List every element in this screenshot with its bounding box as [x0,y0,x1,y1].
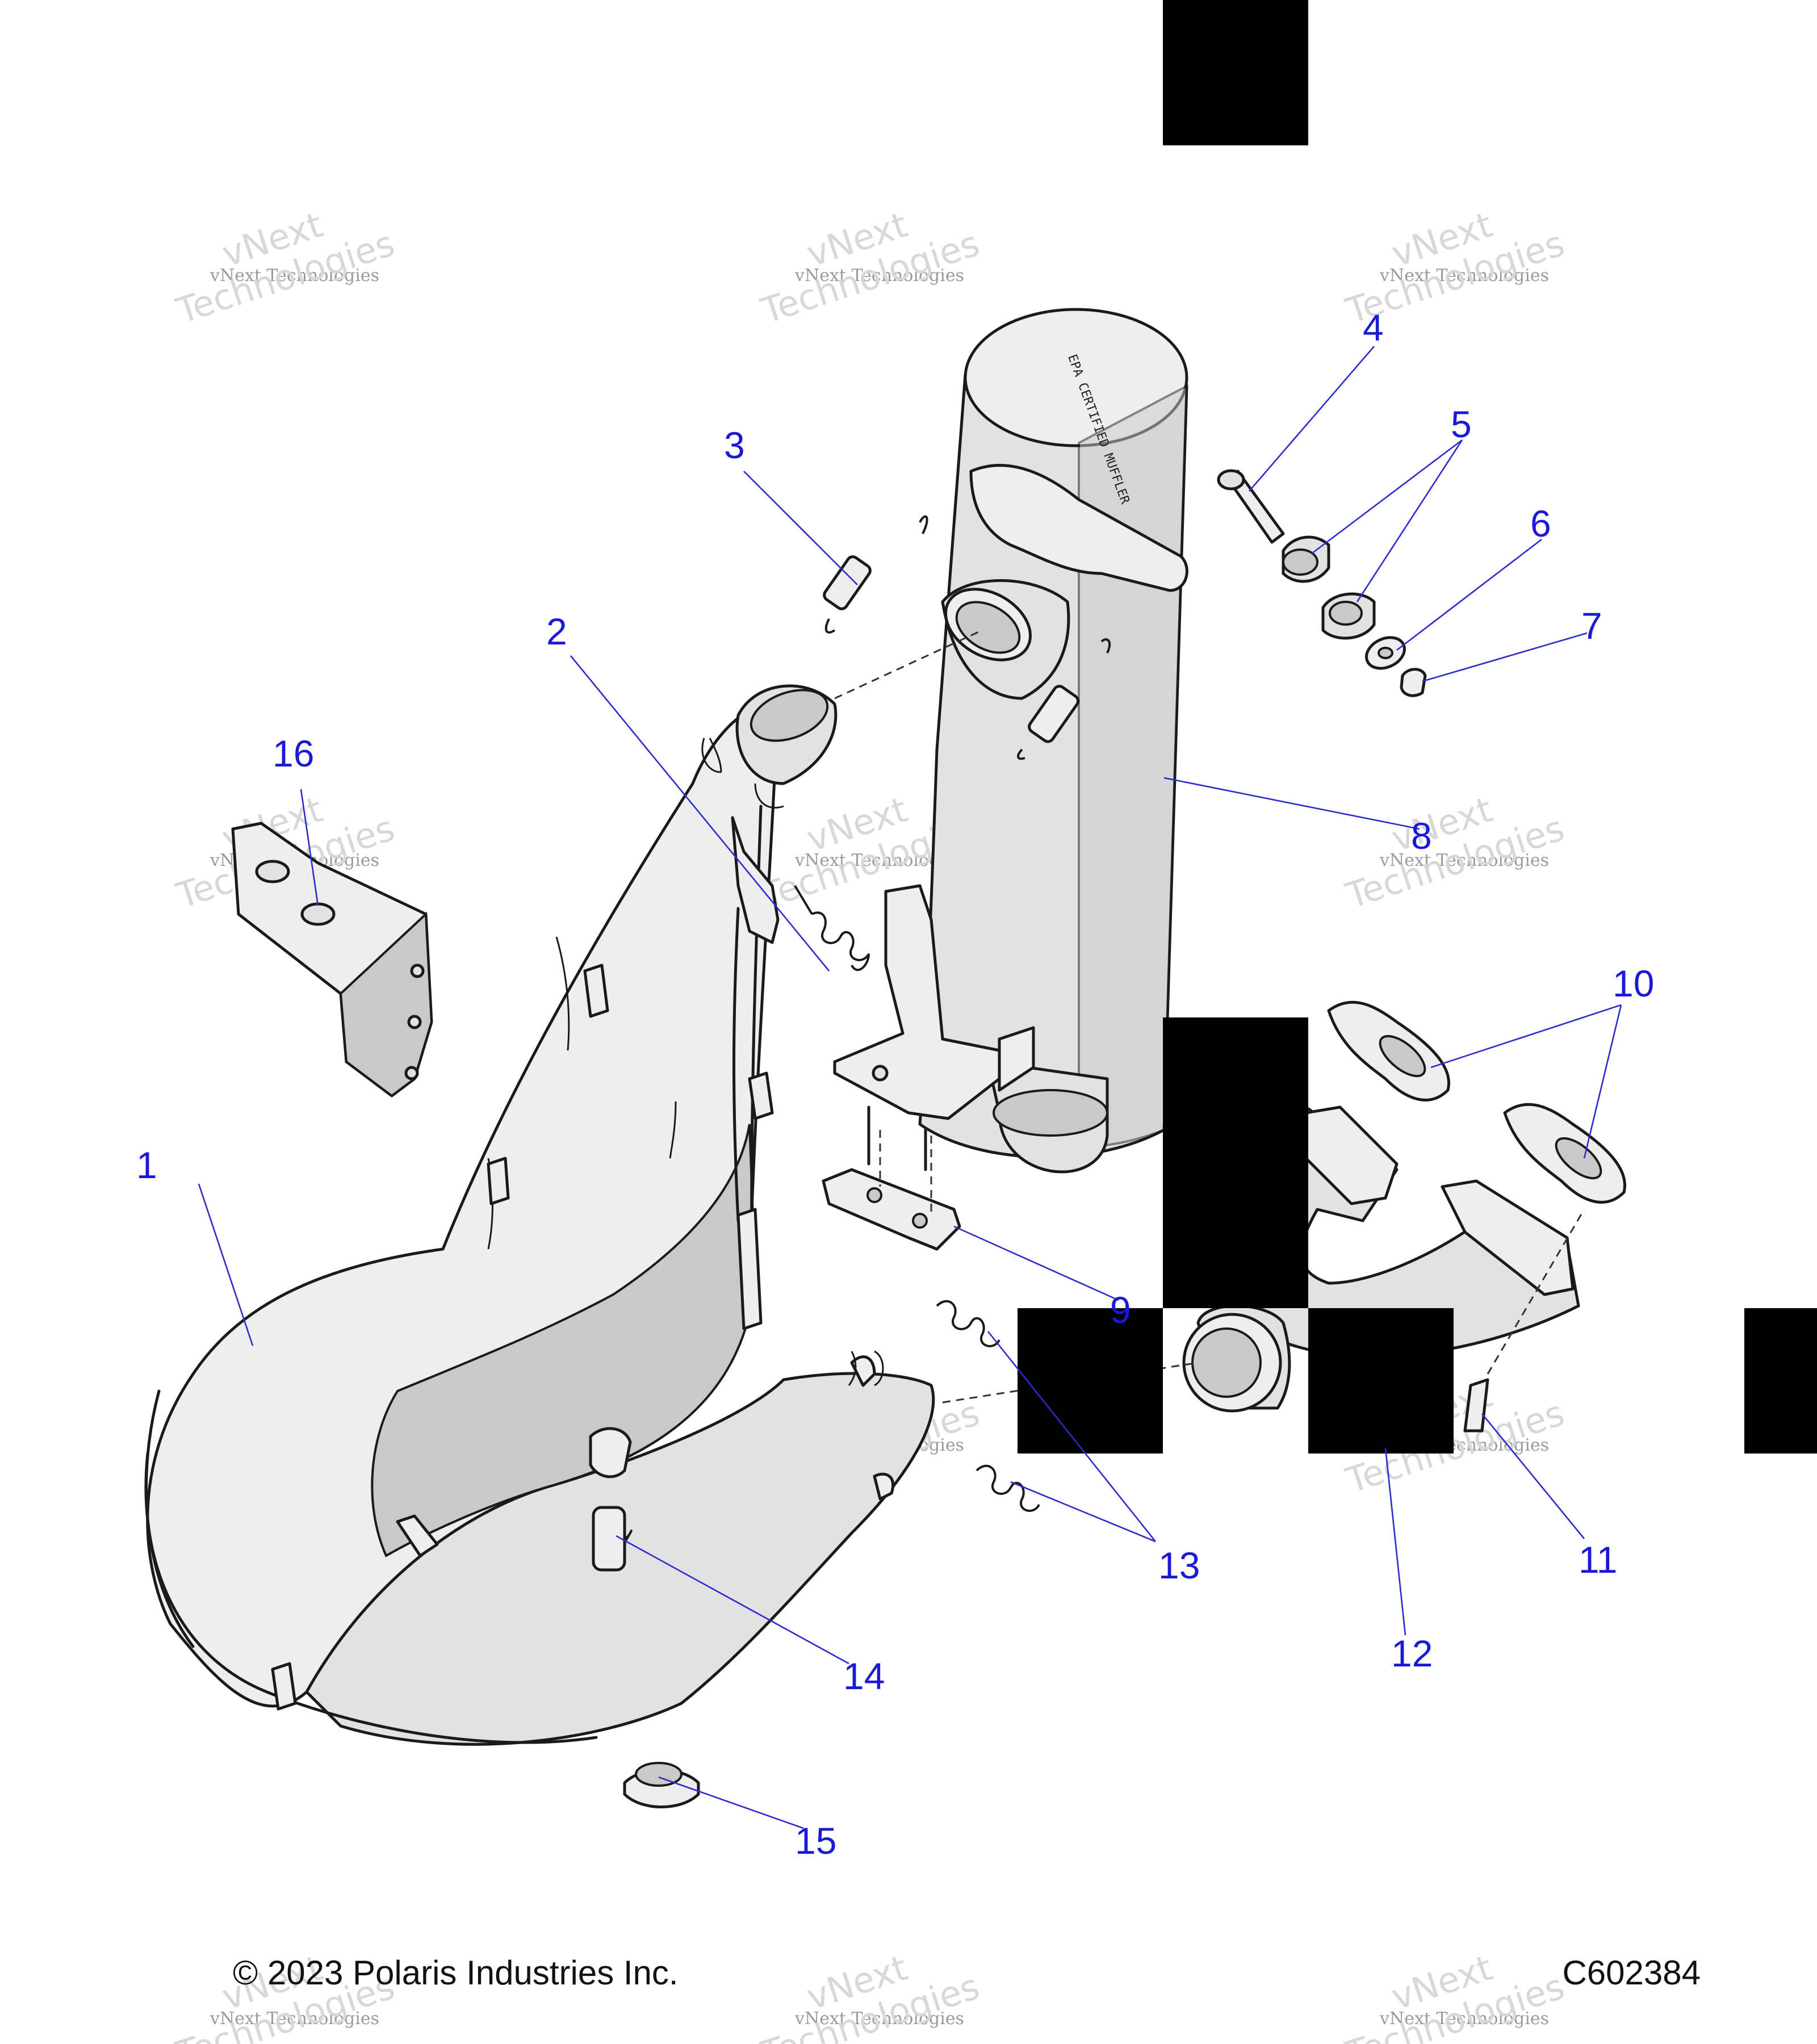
watermark-text: vNext Technologies [1379,851,1549,870]
callout-15: 15 [795,1820,836,1862]
part-2-spring [794,885,870,971]
part-9-plate [822,1130,961,1251]
callout-1: 1 [136,1144,157,1186]
part-6-washer [1365,636,1406,670]
redaction-block [1163,1017,1308,1308]
callout-3: 3 [724,424,745,466]
callout-2: 2 [546,610,567,652]
callout-14: 14 [843,1655,885,1697]
callout-6: 6 [1530,502,1551,544]
part-3-spring [823,515,928,634]
watermark: vNext vNext Technologies Technologies [1341,789,1569,917]
watermark: vNext vNext Technologies Technologies [756,204,984,332]
leader-lines [198,346,1622,1829]
watermark: vNext vNext Technologies Technologies [1341,1947,1569,2044]
redaction-block [1018,1308,1163,1454]
redaction-block [1163,0,1308,145]
redaction-blocks [1018,0,1817,1454]
watermark-text: vNext Technologies [210,2009,379,2029]
watermark: vNext vNext Technologies Technologies [171,204,399,332]
part-8-muffler: EPA CERTIFIED MUFFLER [833,308,1188,1174]
part-5-grommet-upper [1282,535,1330,583]
part-10-gasket-lower [1503,1103,1626,1204]
part-15-plug [623,1762,700,1808]
callout-5: 5 [1451,403,1472,445]
callout-7: 7 [1581,605,1602,647]
part-13-spring-lower [976,1464,1040,1512]
watermark-text: vNext Technologies [210,266,379,286]
watermark-text: vNext Technologies [794,266,964,286]
redaction-block [1308,1308,1454,1454]
part-8-spring [1017,638,1111,760]
part-14-spring [592,1506,633,1572]
watermark: vNext vNext Technologies Technologies [756,1947,984,2044]
copyright-notice: © 2023 Polaris Industries Inc. [233,1954,679,1992]
callout-13: 13 [1158,1544,1200,1586]
callouts: 1 2 3 4 5 6 7 8 9 10 11 12 13 14 15 16 [136,307,1654,1862]
part-5-grommet-lower [1321,592,1376,640]
watermark-text: vNext Technologies [1379,266,1549,286]
part-10-gasket-upper [1327,1000,1450,1101]
part-16-bracket [231,822,433,1098]
redaction-block [1744,1308,1817,1454]
part-4-bolt [1217,469,1285,544]
watermark-text: vNext Technologies [794,2009,964,2029]
callout-4: 4 [1363,307,1384,349]
callout-8: 8 [1411,815,1432,857]
part-7-nut [1400,668,1427,697]
callout-10: 10 [1613,962,1654,1004]
part-11-stud [1463,1209,1585,1433]
callout-9: 9 [1110,1289,1131,1331]
part-13-spring-upper [936,1300,1000,1347]
callout-12: 12 [1391,1632,1433,1674]
watermark-text: vNext Technologies [1379,2009,1549,2029]
figure-code: C602384 [1562,1954,1701,1992]
callout-11: 11 [1579,1539,1618,1581]
callout-16: 16 [273,732,314,774]
